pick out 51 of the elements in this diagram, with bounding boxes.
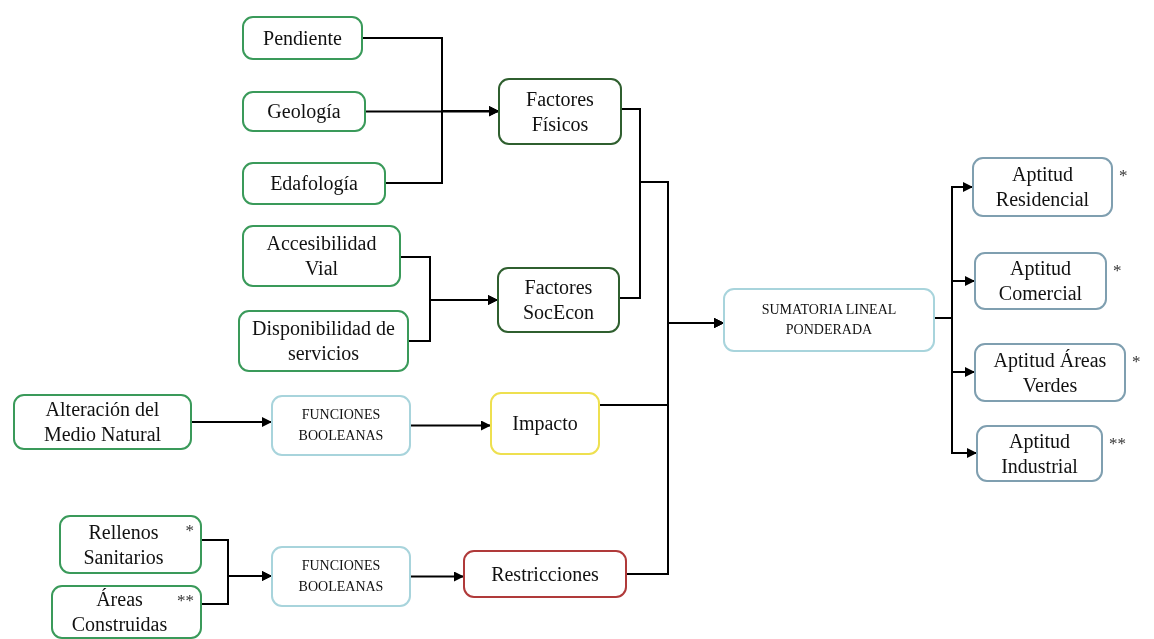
footnote-mark: ** xyxy=(1109,435,1126,452)
process-box xyxy=(723,288,935,352)
footnote-mark: * xyxy=(185,522,194,539)
process-box xyxy=(51,585,202,639)
process-box xyxy=(463,550,627,598)
node-label: FUNCIONES BOOLEANAS xyxy=(297,557,385,596)
footnote-mark: * xyxy=(1113,262,1122,279)
process-box xyxy=(242,91,366,132)
node-label: Accesibilidad Vial xyxy=(265,231,378,281)
process-box xyxy=(59,515,202,574)
node-label: Factores Físicos xyxy=(525,86,595,137)
node-label: Aptitud Residencial xyxy=(994,162,1091,212)
process-box xyxy=(13,394,192,450)
node-label: Impacto xyxy=(512,411,578,436)
node-label: Restricciones xyxy=(491,561,599,587)
node-label: Disponibilidad de servicios xyxy=(251,316,396,366)
process-box xyxy=(238,310,409,372)
process-box xyxy=(498,78,622,145)
node-label: Edafología xyxy=(270,171,358,196)
arrow xyxy=(626,318,724,575)
arrow xyxy=(191,417,272,427)
process-box xyxy=(271,546,411,607)
node-label: FUNCIONES BOOLEANAS xyxy=(297,406,385,445)
process-box xyxy=(972,157,1113,217)
node-label: Aptitud Industrial xyxy=(1000,428,1079,479)
process-box xyxy=(976,425,1103,482)
process-box xyxy=(242,225,401,287)
process-box xyxy=(242,16,363,60)
node-label: Geología xyxy=(267,99,341,124)
node-label: Alteración del Medio Natural xyxy=(42,397,163,447)
arrow xyxy=(410,420,491,431)
process-box xyxy=(490,392,600,455)
arrow xyxy=(408,295,498,342)
node-label: Aptitud Comercial xyxy=(997,256,1084,306)
process-box xyxy=(271,395,411,456)
footnote-mark: * xyxy=(1132,353,1141,370)
node-label: Aptitud Áreas Verdes xyxy=(992,347,1108,398)
footnote-mark: ** xyxy=(177,592,194,609)
process-box xyxy=(974,252,1107,310)
footnote-mark: * xyxy=(1119,167,1128,184)
node-label: SUMATORIA LINEAL PONDERADA xyxy=(760,300,898,339)
node-label: Factores SocEcon xyxy=(521,275,596,325)
process-box xyxy=(242,162,386,205)
process-box xyxy=(974,343,1126,402)
arrow xyxy=(410,571,464,582)
arrow xyxy=(201,571,272,605)
node-label: Pendiente xyxy=(263,25,342,51)
node-label: Rellenos Sanitarios xyxy=(82,519,165,570)
arrow xyxy=(385,106,499,184)
process-box xyxy=(497,267,620,333)
node-label: Áreas Construidas xyxy=(70,587,169,637)
